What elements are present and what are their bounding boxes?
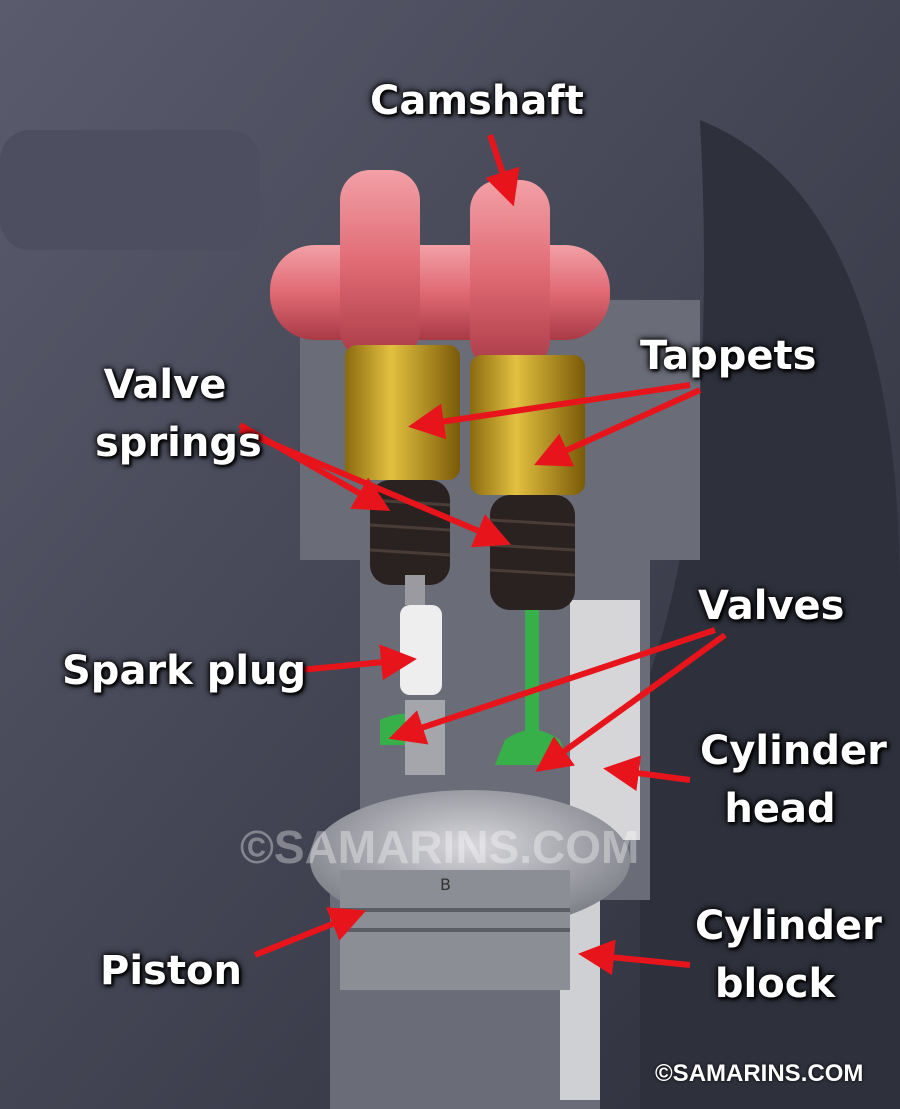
watermark-corner: ©SAMARINS.COM	[655, 1060, 864, 1087]
left-camshaft-housing	[0, 130, 260, 250]
label-cylinder-block: Cylinder block	[695, 897, 882, 1013]
arrow-tappet-1	[408, 382, 691, 440]
arrow-valve-2	[535, 632, 727, 773]
label-cylinder-head-line2: head	[724, 786, 836, 832]
spark-plug-thread	[405, 700, 445, 775]
spark-plug-terminal	[405, 575, 425, 605]
arrow-piston	[253, 907, 367, 958]
label-valve-springs: Valve springs	[95, 356, 262, 472]
arrow-cylinder-head	[603, 755, 691, 792]
label-cylinder-block-line1: Cylinder	[695, 903, 882, 949]
label-cylinder-head: Cylinder head	[700, 722, 887, 838]
tappet-2	[470, 355, 585, 495]
arrow-cylinder-block	[578, 939, 691, 976]
label-cylinder-head-line1: Cylinder	[700, 728, 887, 774]
label-valves: Valves	[698, 583, 845, 629]
label-spark-plug: Spark plug	[62, 648, 307, 694]
label-cylinder-block-line2: block	[714, 961, 836, 1007]
arrow-spring-2	[238, 427, 512, 548]
label-camshaft: Camshaft	[370, 78, 584, 124]
arrow-camshaft	[485, 134, 520, 207]
watermark-center: ©SAMARINS.COM	[240, 821, 640, 873]
label-piston: Piston	[100, 948, 242, 994]
label-tappets: Tappets	[640, 333, 817, 379]
spark-plug	[400, 605, 442, 695]
tappet-1	[345, 345, 460, 480]
arrow-valve-1	[388, 627, 716, 745]
cam-lobe-2	[470, 180, 550, 370]
arrow-tappet-2	[534, 387, 702, 467]
arrow-spark-plug	[299, 644, 417, 681]
label-valve-springs-line2: springs	[95, 420, 262, 466]
timing-belt	[640, 120, 900, 1109]
piston-mark: B	[440, 875, 451, 894]
arrows	[238, 134, 727, 976]
camshaft	[270, 245, 610, 340]
label-valve-springs-line1: Valve	[103, 362, 227, 408]
valve-stem	[525, 610, 539, 740]
cam-lobe-1	[340, 170, 420, 360]
